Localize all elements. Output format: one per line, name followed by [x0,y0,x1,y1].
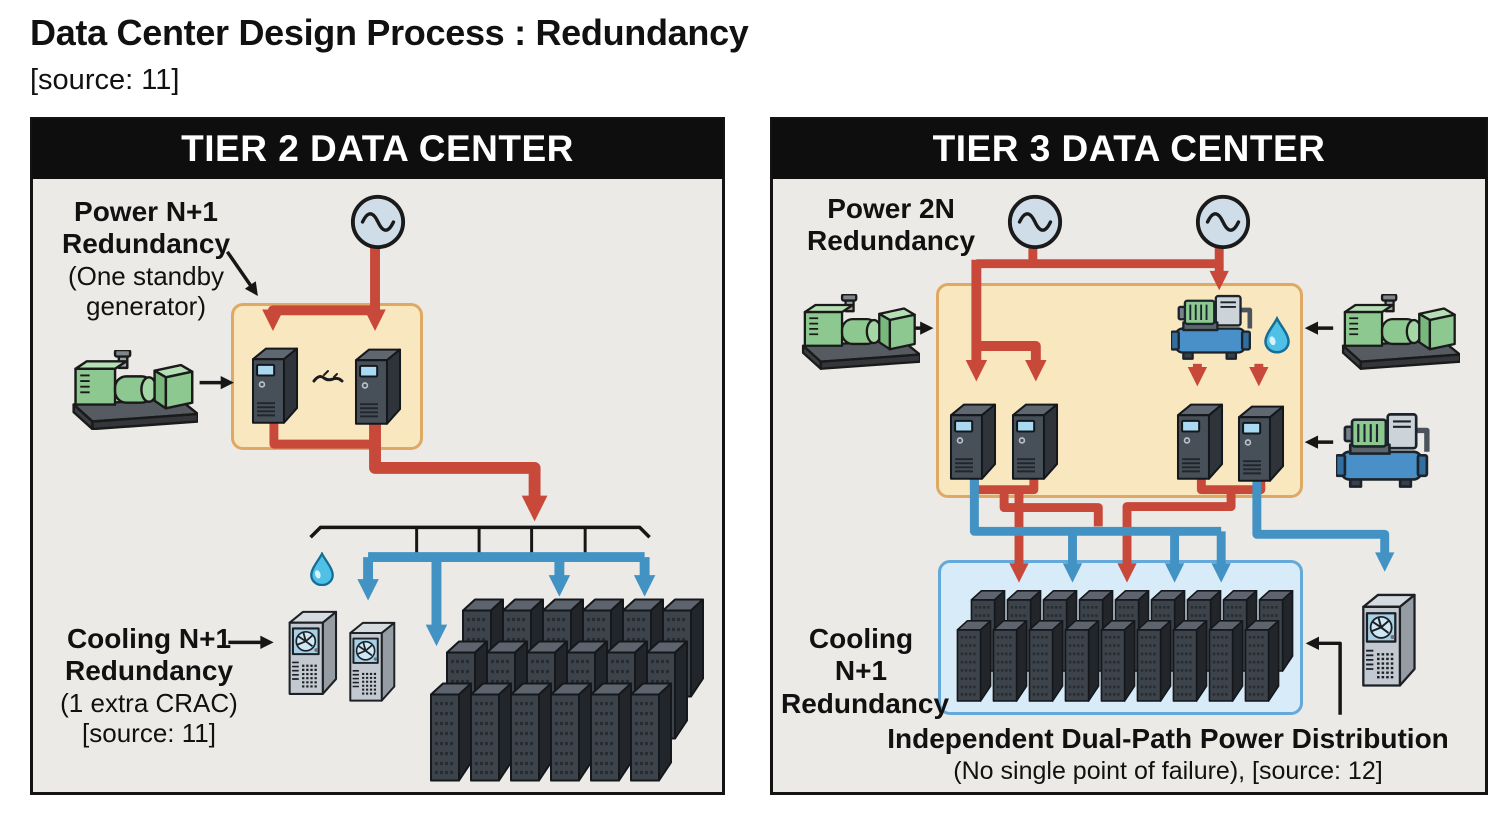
tier2-panel: TIER 2 DATA CENTER [30,117,725,795]
crac-unit-icon [1356,574,1420,700]
server-rack [540,587,586,702]
generator-icon [796,294,920,370]
label-line: (One standby [67,260,225,291]
label-line: [source: 11] [82,718,216,749]
caption-line: (No single point of failure), [source: 1… [953,756,1383,785]
power-redundancy-label: Power N+1 Redundancy (One standby genera… [51,196,241,321]
generator-icon [66,350,198,430]
crac-unit-icon [283,599,341,701]
server-rack [460,587,506,702]
label-line: Redundancy [781,687,950,719]
distribution-bus [309,525,651,555]
ups-icon [945,394,1001,482]
tier3-panel-title: TIER 3 DATA CENTER [932,128,1326,169]
ups-icon [1233,396,1289,484]
ups-icon [1007,394,1063,482]
server-rack [620,587,666,702]
ink-smudge-mark [311,368,345,388]
page-title: Data Center Design Process : Redundancy [30,12,749,53]
server-rack [484,629,530,744]
server-rack [644,629,690,744]
utility-power-icon [1194,193,1252,251]
label-line: Cooling N+1 [66,623,232,654]
utility-power-icon [349,193,407,251]
tier3-panel-header: TIER 3 DATA CENTER [772,119,1486,179]
label-line: Cooling N+1 [808,623,914,687]
chilled-water-pump-icon [1336,401,1434,499]
tier2-panel-title: TIER 2 DATA CENTER [181,128,574,169]
server-rack [660,587,706,702]
server-rack [468,671,514,786]
server-rack [580,587,626,702]
server-rack [604,629,650,744]
server-rack [428,671,474,786]
server-rack [588,671,634,786]
water-droplet-icon [309,552,335,586]
ups-icon [351,339,405,427]
tier2-panel-header: TIER 2 DATA CENTER [32,119,723,179]
page-source-reference: [source: 11] [30,64,180,96]
server-rack [548,671,594,786]
chilled-water-pump-icon [1171,288,1256,366]
tier3-panel: TIER 3 DATA CENTER [770,117,1488,795]
server-rack [628,671,674,786]
ups-icon [248,338,302,426]
water-droplet-icon [1263,316,1291,354]
cooling-redundancy-label: Cooling N+1 Redundancy (1 extra CRAC) [s… [49,623,249,748]
tier3-cooling-zone [938,560,1303,715]
cooling-path-blue [357,552,656,647]
crac-unit-icon [344,611,399,707]
label-line: Redundancy [806,225,976,257]
generator-icon [1336,294,1460,370]
server-rack [508,671,554,786]
label-line: Redundancy [64,655,234,687]
ups-icon [1172,394,1228,482]
server-rack [444,629,490,744]
label-line: generator) [86,291,206,322]
dual-path-caption: Independent Dual-Path Power Distribution… [858,722,1478,786]
caption-line: Independent Dual-Path Power Distribution [887,723,1449,754]
power-redundancy-label: Power 2N Redundancy [801,193,981,258]
label-line: Power 2N [827,193,955,224]
label-line: (1 extra CRAC) [60,687,238,718]
server-rack [564,629,610,744]
cooling-redundancy-label: Cooling N+1 Redundancy [781,623,950,720]
server-rack [524,629,570,744]
label-line: Power N+1 [74,196,218,227]
utility-power-icon [1006,193,1064,251]
tier3-ups-zone [936,283,1303,498]
server-rack [500,587,546,702]
label-line: Redundancy [61,228,231,260]
